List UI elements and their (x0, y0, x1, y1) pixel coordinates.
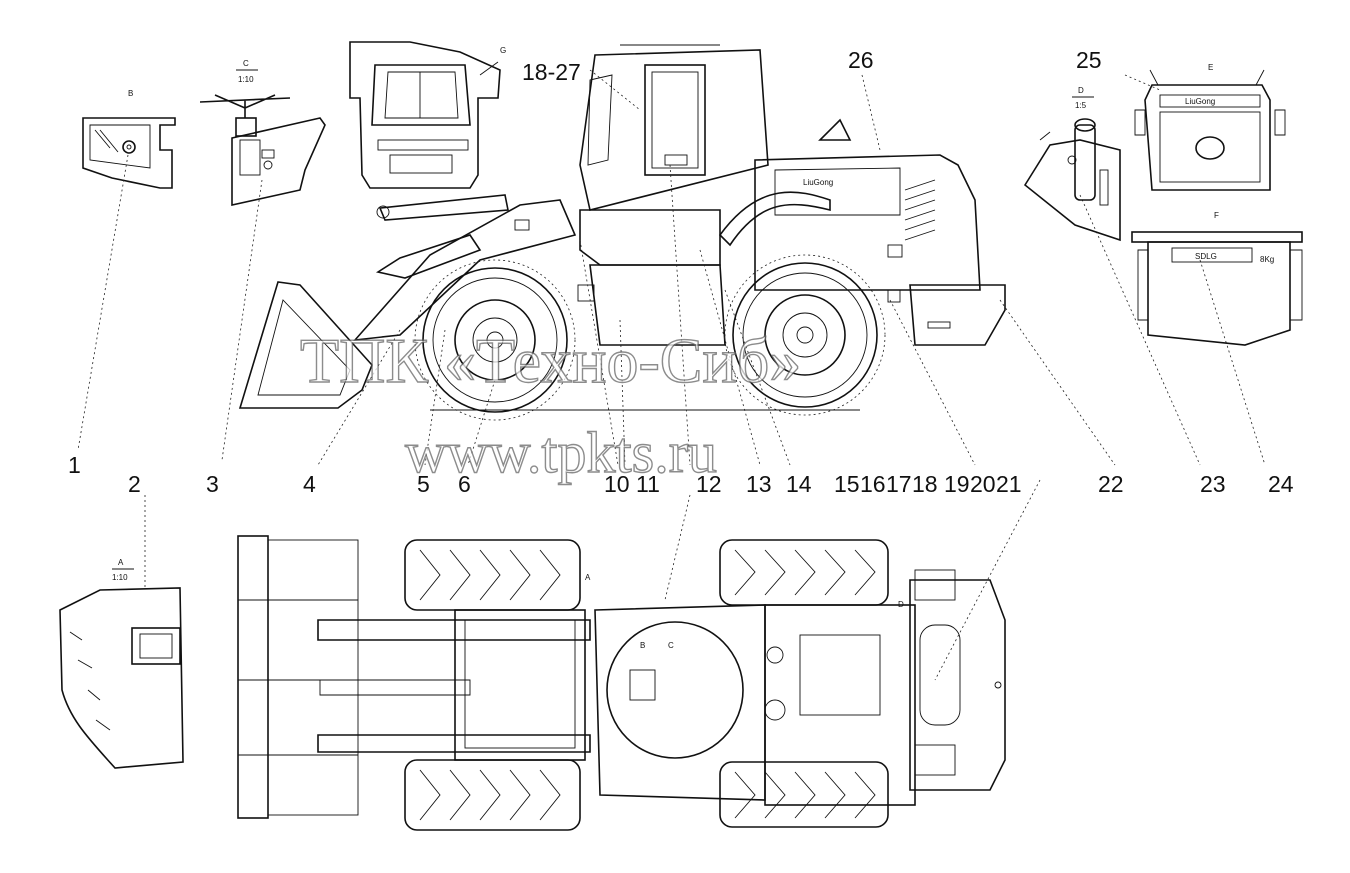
plan-front-wheel-top (404, 539, 581, 611)
callout-14: 14 (786, 471, 812, 497)
detail-a-scale: 1:10 (112, 573, 128, 582)
detail-c-label: C (243, 59, 249, 68)
detail-d-view: D 1:5 (1023, 86, 1121, 242)
callout-25: 25 (1076, 47, 1102, 73)
detail-g-label: G (500, 46, 506, 55)
callout-16: 16 (860, 471, 886, 497)
view-f-rear: F SDLG 8Kg (1131, 211, 1303, 346)
engine-hood (754, 154, 981, 291)
callout-23: 23 (1200, 471, 1226, 497)
callout-4: 4 (303, 471, 316, 497)
plan-label-d: D (898, 600, 904, 609)
callout-2: 2 (128, 471, 141, 497)
plan-cab (594, 604, 766, 801)
callout-17: 17 (886, 471, 912, 497)
callout-12: 12 (696, 471, 722, 497)
loader-plan-view: A B C D (237, 535, 1006, 831)
watermark-company: ТПК «Техно-Сиб» (300, 325, 801, 396)
cab-front-view: G (349, 41, 506, 189)
plan-label-a: A (585, 573, 591, 582)
callout-18: 18 (912, 471, 938, 497)
brand-decal-f: SDLG (1195, 252, 1217, 261)
callout-13: 13 (746, 471, 772, 497)
watermark-site: www.tpkts.ru (405, 420, 717, 485)
callout-numbers: 1 2 3 4 5 6 10 11 12 13 14 15 16 17 18 1… (68, 47, 1294, 497)
boom-arm (353, 199, 577, 342)
callout-18-27: 18-27 (522, 59, 581, 85)
detail-c-view: C 1:10 (199, 59, 326, 206)
rear-wheel (724, 254, 886, 416)
detail-c-scale: 1:10 (238, 75, 254, 84)
leader-lines (77, 69, 1266, 681)
detail-d-label: D (1078, 86, 1084, 95)
callout-20: 20 (970, 471, 996, 497)
callout-3: 3 (206, 471, 219, 497)
counterweight (909, 284, 1006, 346)
detail-d-scale: 1:5 (1075, 101, 1087, 110)
view-f-label: F (1214, 211, 1219, 220)
detail-a-view: A 1:10 (59, 558, 184, 769)
callout-24: 24 (1268, 471, 1294, 497)
callout-26: 26 (848, 47, 874, 73)
bucket (238, 281, 373, 409)
view-e-label: E (1208, 63, 1213, 72)
detail-a-label: A (118, 558, 124, 567)
cab-side (579, 49, 769, 211)
detail-b-view: B (82, 89, 176, 189)
plan-front-wheel-bottom (404, 759, 581, 831)
watermark: ТПК «Техно-Сиб» www.tpkts.ru (299, 324, 802, 485)
plan-bucket (237, 535, 269, 819)
callout-6: 6 (458, 471, 471, 497)
rear-plate-text: LiuGong (1185, 97, 1215, 106)
brand-decal-side: LiuGong (803, 178, 833, 187)
callout-11: 11 (636, 471, 660, 497)
plan-label-b: B (640, 641, 645, 650)
callout-1: 1 (68, 452, 81, 478)
view-e-rear: E LiuGong (1134, 63, 1286, 191)
plan-rear-wheel-top (719, 539, 889, 606)
callout-21: 21 (996, 471, 1022, 497)
detail-b-label: B (128, 89, 133, 98)
callout-19: 19 (944, 471, 970, 497)
loader-side-view: LiuGong (238, 44, 1006, 421)
plan-rear-wheel-bottom (719, 761, 889, 828)
weight-decal: 8Kg (1260, 255, 1274, 264)
callout-15: 15 (834, 471, 860, 497)
plan-label-c: C (668, 641, 674, 650)
callout-10: 10 (604, 471, 630, 497)
callout-5: 5 (417, 471, 430, 497)
callout-22: 22 (1098, 471, 1124, 497)
